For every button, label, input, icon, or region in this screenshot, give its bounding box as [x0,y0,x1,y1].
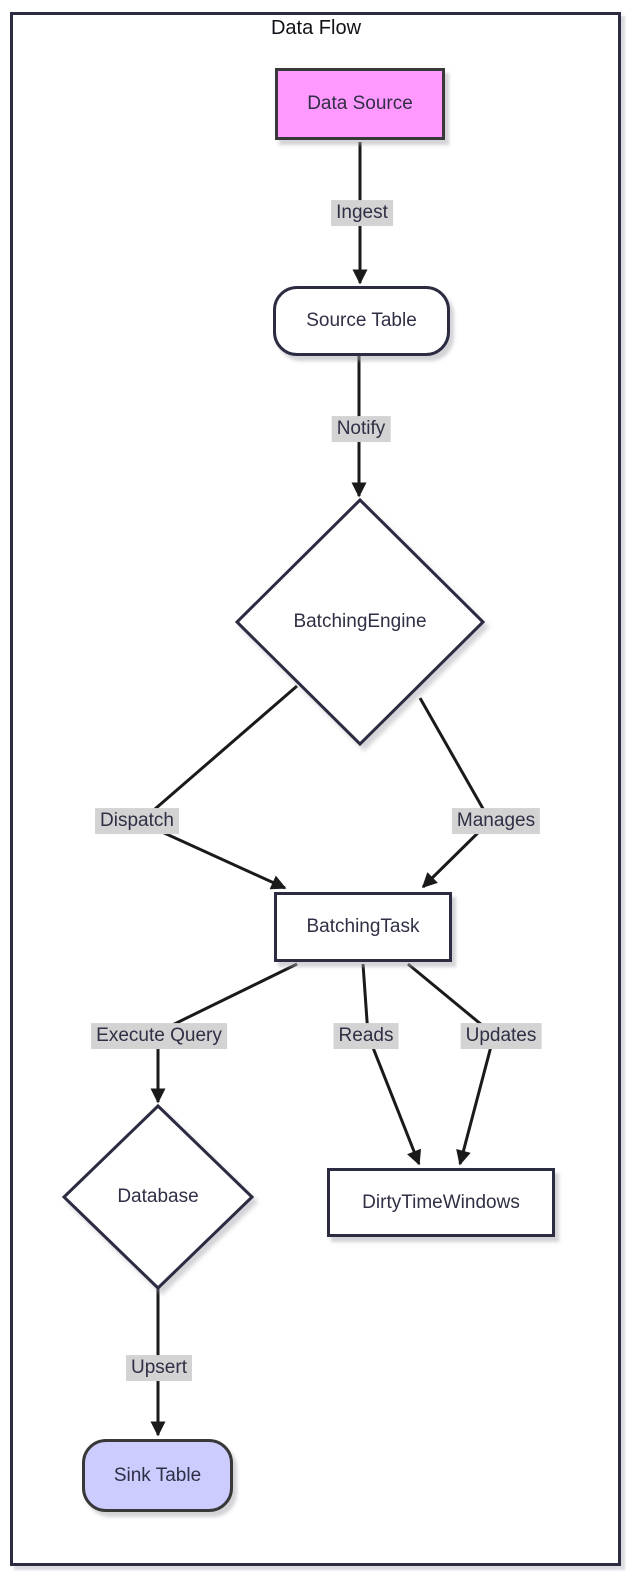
node-sink-table-label: Sink Table [113,1464,202,1486]
node-batching-engine-shape [234,497,486,747]
diagram-frame [10,12,621,1566]
node-database-shape [61,1103,255,1291]
edge-manages [418,697,492,889]
edge-label-ingest: Ingest [331,200,393,226]
edge-label-upsert: Upsert [126,1355,192,1381]
edge-label-reads: Reads [333,1023,399,1049]
node-batching-task-label: BatchingTask [306,916,420,937]
edge-label-manages: Manages [451,808,541,834]
node-database-label: Database [117,1186,199,1207]
node-data-source: Data Source [275,68,445,140]
edge-label-execute-query: Execute Query [91,1023,227,1049]
edge-dispatch [137,684,298,890]
node-data-source-label: Data Source [307,93,413,114]
diagram-title: Data Flow [270,17,362,39]
edge-label-dispatch: Dispatch [95,808,179,834]
edge-reads [361,963,422,1166]
edge-label-updates: Updates [460,1023,542,1049]
node-dirty-time-windows-label: DirtyTimeWindows [362,1191,520,1213]
node-source-table: Source Table [273,286,450,356]
edge-label-notify: Notify [331,416,391,442]
node-source-table-label: Source Table [306,310,417,331]
node-batching-engine-label: BatchingEngine [293,611,427,632]
node-sink-table: Sink Table [82,1439,233,1512]
node-batching-task: BatchingTask [274,892,452,962]
edge-updates [407,962,496,1166]
node-dirty-time-windows: DirtyTimeWindows [327,1168,555,1237]
